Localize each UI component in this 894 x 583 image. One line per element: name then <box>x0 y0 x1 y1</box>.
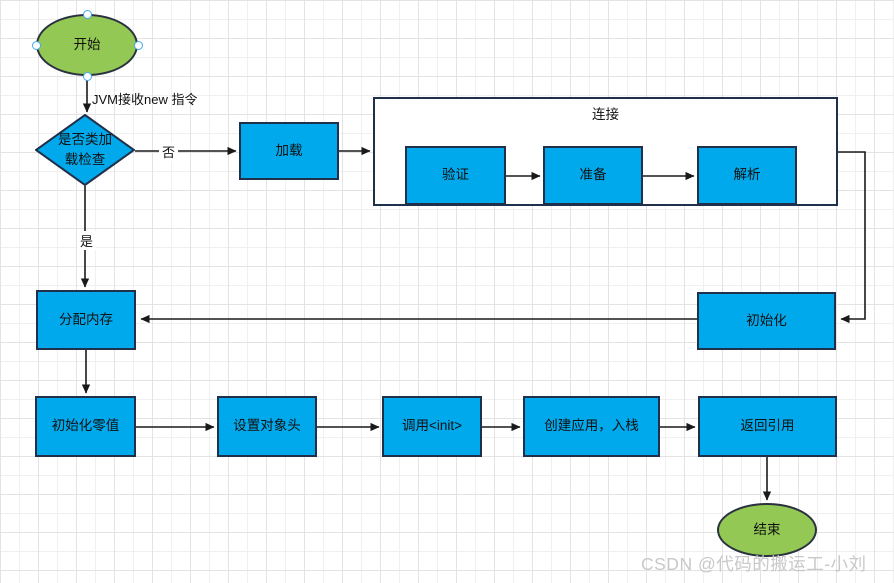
edge-label-instruction: JVM接收new 指令 <box>92 92 198 107</box>
node-start-label: 开始 <box>73 36 101 52</box>
node-prepare-label: 准备 <box>579 167 607 183</box>
node-call-init-label: 调用<init> <box>401 418 463 434</box>
node-create-push[interactable]: 创建应用，入栈 <box>523 396 660 457</box>
node-allocate-label: 分配内存 <box>59 311 113 327</box>
selection-handle-right[interactable] <box>133 40 143 50</box>
node-create-push-label: 创建应用，入栈 <box>544 418 639 434</box>
node-check[interactable]: 是否类加载检查 <box>35 114 135 186</box>
node-check-label: 是否类加载检查 <box>58 131 112 167</box>
node-allocate[interactable]: 分配内存 <box>36 290 136 350</box>
selection-handle-left[interactable] <box>31 40 41 50</box>
selection-handle-bottom[interactable] <box>82 71 92 81</box>
node-initialize[interactable]: 初始化 <box>697 292 836 350</box>
edge-label-no: 否 <box>159 142 179 161</box>
node-resolve-label: 解析 <box>733 167 761 183</box>
node-zero-init-label: 初始化零值 <box>51 418 120 434</box>
diamond-shape-icon <box>35 114 135 186</box>
node-return-ref-label: 返回引用 <box>740 418 795 434</box>
node-prepare[interactable]: 准备 <box>543 146 643 205</box>
node-verify-label: 验证 <box>442 167 469 183</box>
csdn-watermark: CSDN @代码的搬运工-小刘 <box>641 554 867 574</box>
selection-handle-top[interactable] <box>82 9 92 19</box>
node-resolve[interactable]: 解析 <box>697 146 797 205</box>
node-verify[interactable]: 验证 <box>405 146 506 205</box>
node-end[interactable]: 结束 <box>717 503 817 557</box>
node-call-init[interactable]: 调用<init> <box>382 396 482 457</box>
node-start[interactable]: 开始 <box>36 14 138 76</box>
node-object-header[interactable]: 设置对象头 <box>217 396 317 457</box>
edge-label-yes: 是 <box>77 231 97 250</box>
node-load[interactable]: 加载 <box>239 122 339 180</box>
node-initialize-label: 初始化 <box>746 312 787 328</box>
node-load-label: 加载 <box>275 142 303 158</box>
node-end-label: 结束 <box>753 521 781 537</box>
node-zero-init[interactable]: 初始化零值 <box>35 396 136 457</box>
group-link-title: 连接 <box>592 107 619 122</box>
node-object-header-label: 设置对象头 <box>233 418 301 434</box>
node-return-ref[interactable]: 返回引用 <box>698 396 837 457</box>
edge-link-to-initialize <box>838 151 866 324</box>
